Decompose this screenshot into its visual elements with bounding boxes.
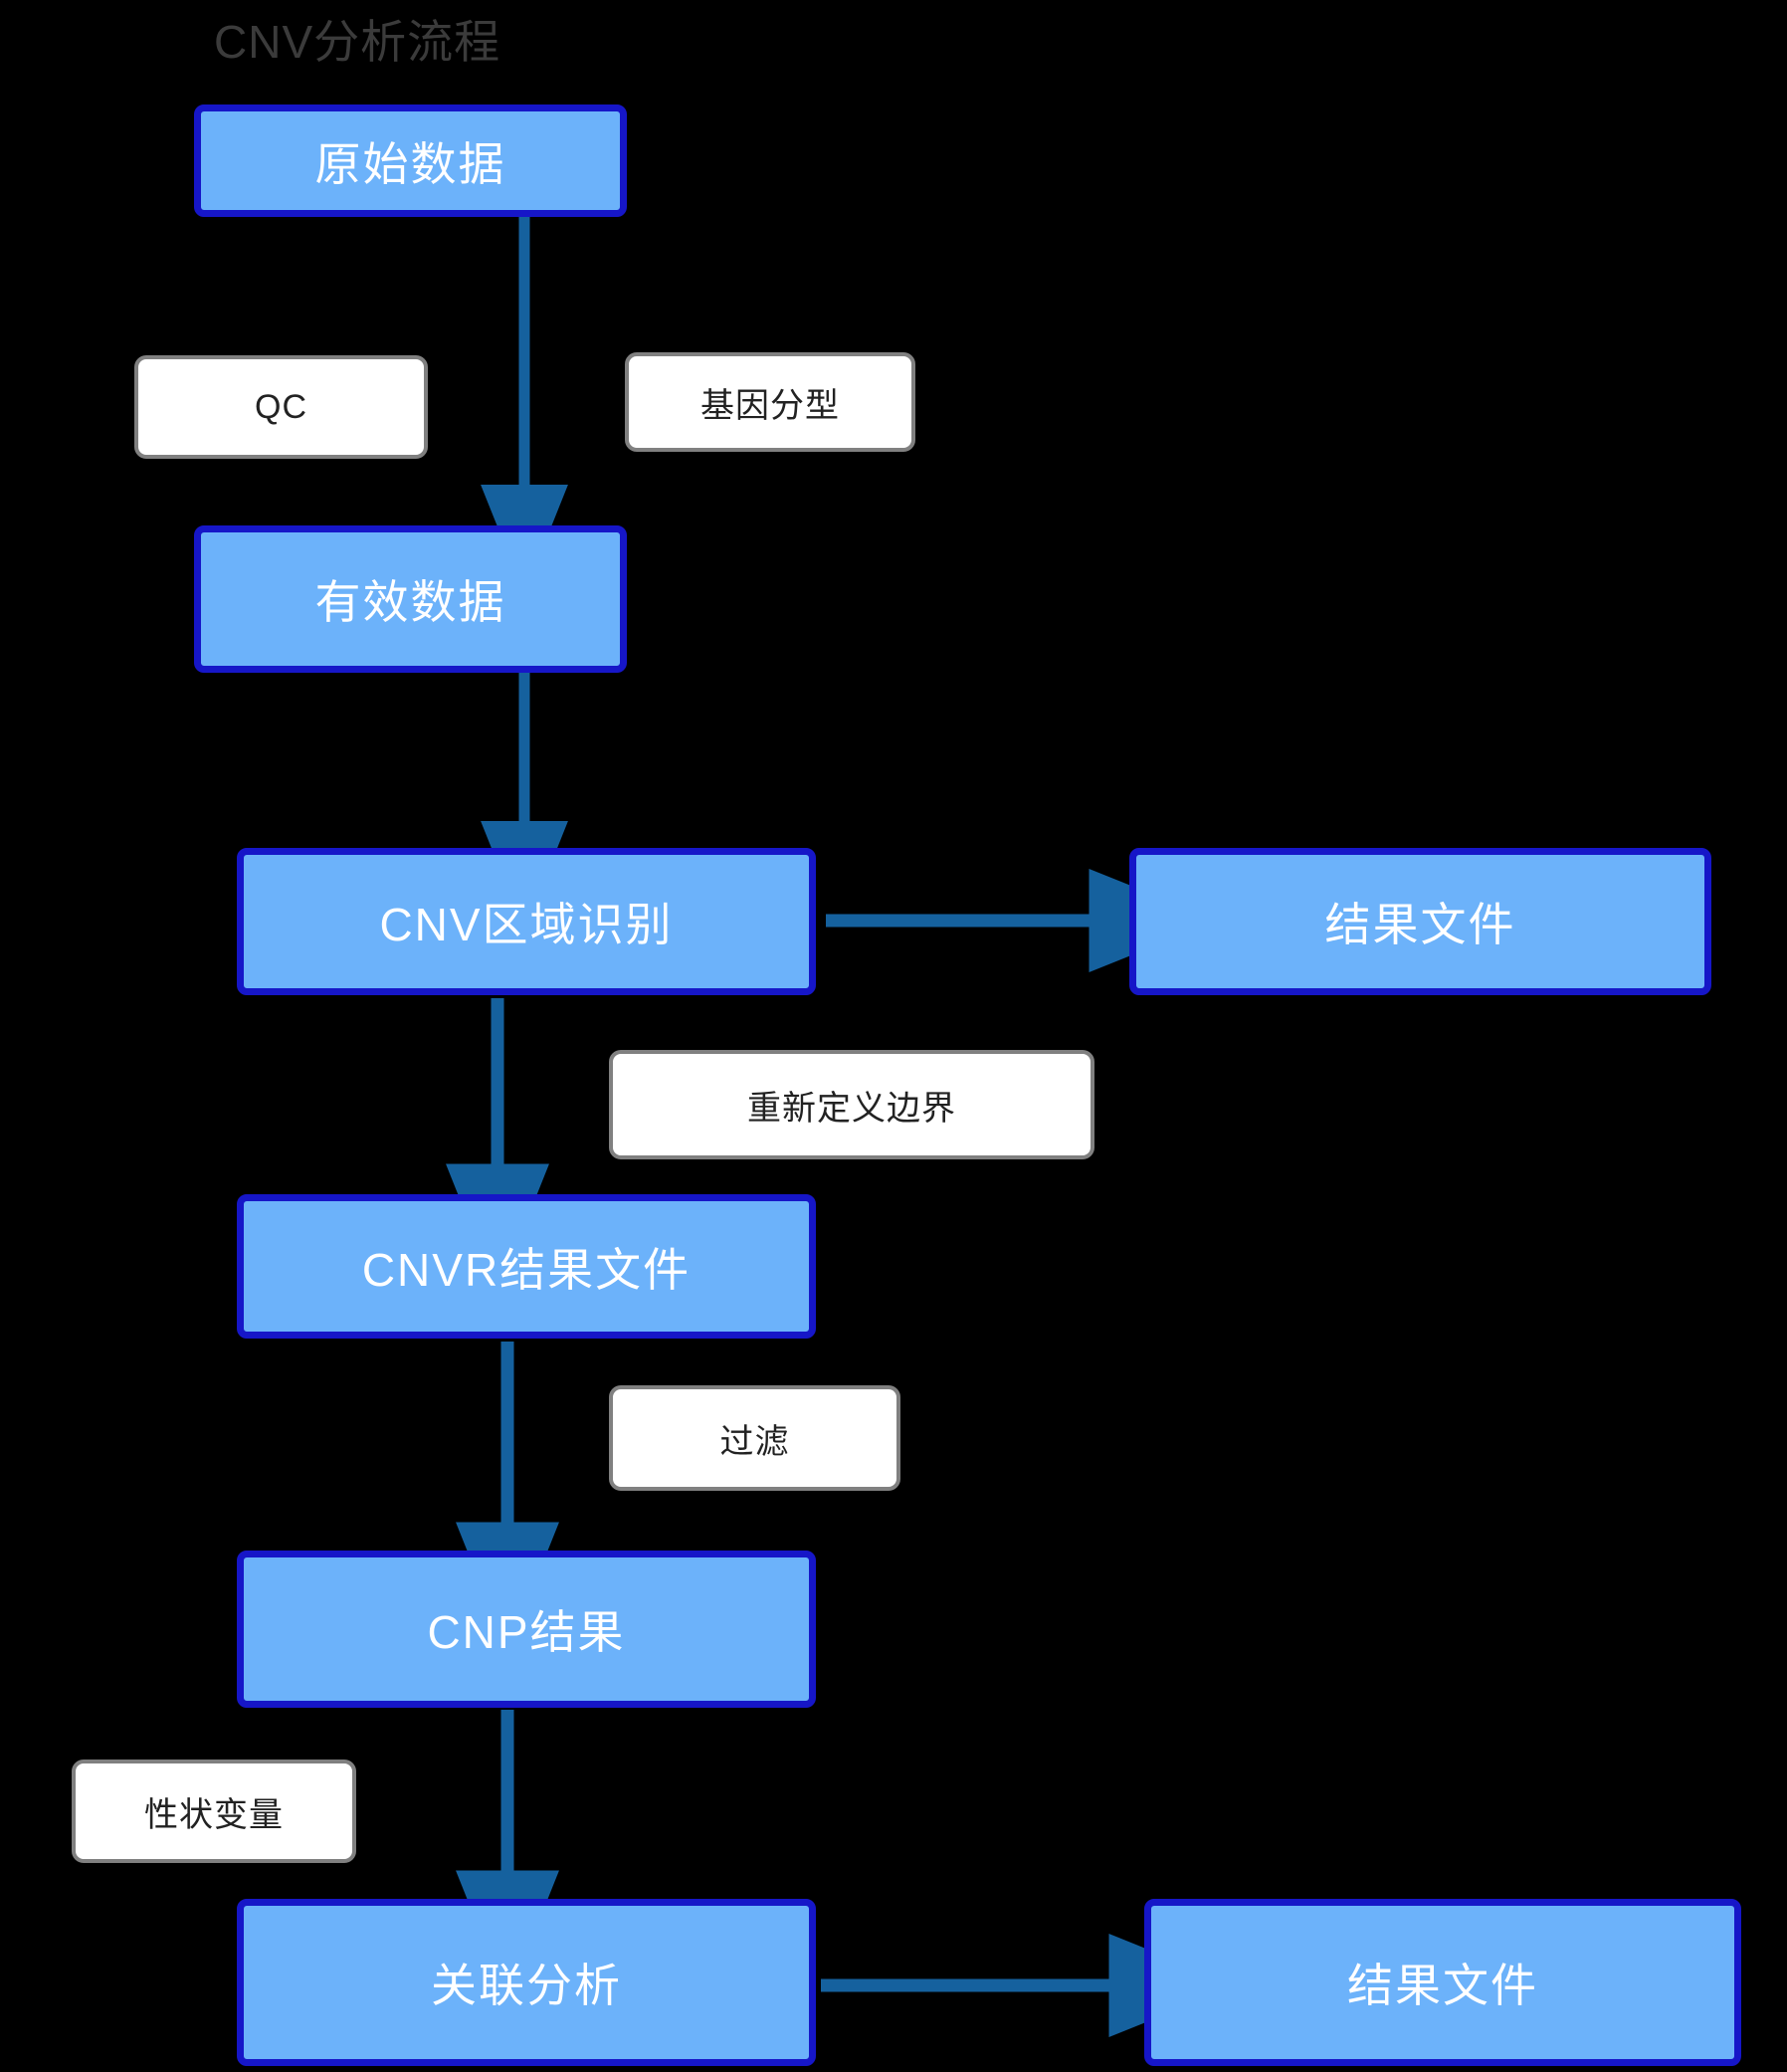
edge-label-text: 重新定义边界 [747, 1089, 956, 1128]
node-valid-data[interactable]: 有效数据 [194, 525, 627, 673]
edge-label-redefine-boundary[interactable]: 重新定义边界 [609, 1050, 1094, 1159]
node-cnp-result[interactable]: CNP结果 [237, 1551, 816, 1708]
edge-label-text: 性状变量 [144, 1795, 284, 1834]
node-label: 结果文件 [1324, 899, 1516, 950]
node-label: 原始数据 [314, 137, 506, 190]
node-label: 关联分析 [431, 1960, 622, 2011]
edge-label-genotyping[interactable]: 基因分型 [625, 352, 915, 452]
node-label: CNV区域识别 [379, 899, 674, 950]
edge-label-text: 过滤 [719, 1422, 790, 1461]
node-raw-data[interactable]: 原始数据 [194, 104, 627, 217]
node-cnvr-file[interactable]: CNVR结果文件 [237, 1194, 816, 1339]
edge-label-trait-variable[interactable]: 性状变量 [72, 1760, 356, 1863]
edge-label-qc[interactable]: QC [134, 355, 428, 459]
page-title: CNV分析流程 [214, 16, 501, 68]
node-assoc-analysis[interactable]: 关联分析 [237, 1899, 816, 2066]
node-result-file-2[interactable]: 结果文件 [1144, 1899, 1741, 2066]
edge-label-text: QC [255, 387, 307, 426]
node-label: 结果文件 [1347, 1960, 1538, 2011]
node-label: CNP结果 [427, 1606, 626, 1658]
node-label: 有效数据 [314, 576, 506, 628]
node-result-file-1[interactable]: 结果文件 [1129, 848, 1711, 995]
node-cnv-region[interactable]: CNV区域识别 [237, 848, 816, 995]
edge-label-text: 基因分型 [700, 386, 840, 425]
edge-label-filter[interactable]: 过滤 [609, 1385, 900, 1491]
node-label: CNVR结果文件 [361, 1243, 692, 1296]
